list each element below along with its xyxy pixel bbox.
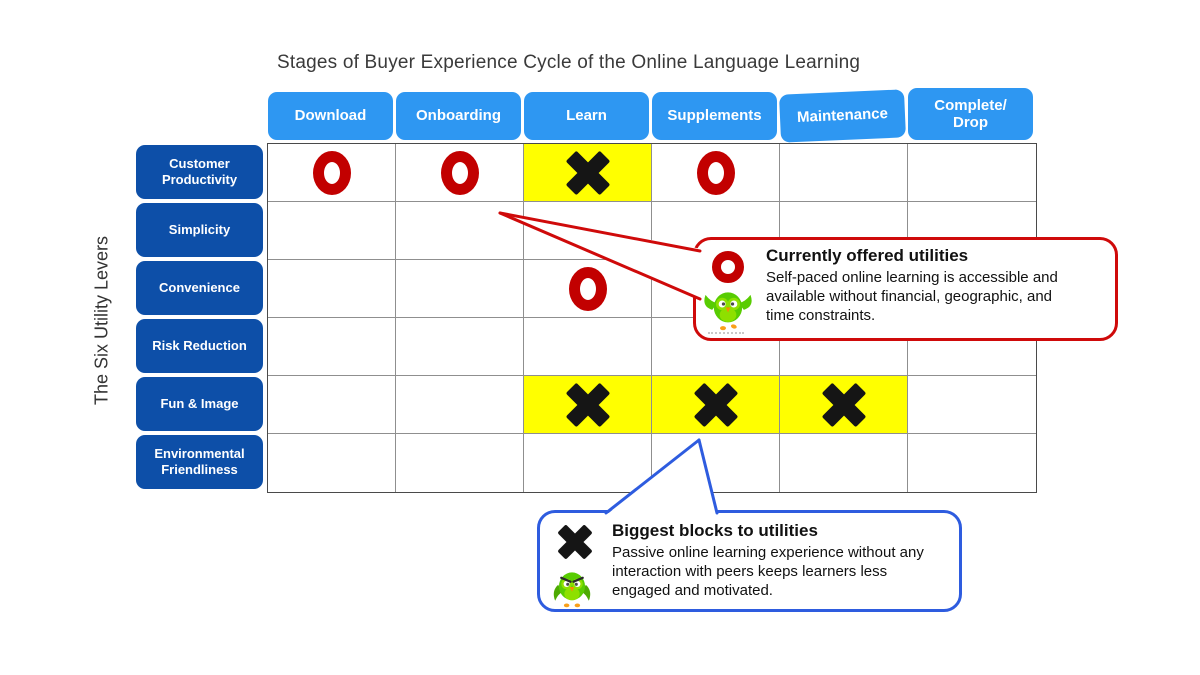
matrix-cell-r0-c1 [396, 144, 524, 202]
legend-current-title: Currently offered utilities [766, 246, 969, 265]
column-header-onboarding: Onboarding [396, 92, 521, 140]
matrix-cell-r5-c4 [780, 434, 908, 492]
matrix-cell-r0-c4 [780, 144, 908, 202]
matrix-cell-r3-c1 [396, 318, 524, 376]
matrix-cell-r1-c1 [396, 202, 524, 260]
row-header-simplicity: Simplicity [136, 203, 263, 257]
matrix-cell-r3-c5 [908, 318, 1036, 376]
circle-marker-r0-c3 [697, 151, 735, 195]
diagram-title: Stages of Buyer Experience Cycle of the … [277, 52, 861, 73]
column-header-complete-drop: Complete/ Drop [908, 88, 1033, 140]
matrix-cell-r0-c3 [652, 144, 780, 202]
legend-biggest-blocks: Biggest blocks to utilities Passive onli… [537, 510, 962, 612]
circle-marker-r0-c0 [313, 151, 351, 195]
legend-blocks-body: Passive online learning experience witho… [612, 544, 924, 599]
column-header-maintenance: Maintenance [779, 89, 906, 143]
matrix-cell-r5-c2 [524, 434, 652, 492]
x-marker-icon [557, 524, 593, 560]
duolingo-owl-happy-icon [703, 284, 753, 339]
matrix-cell-r3-c2 [524, 318, 652, 376]
x-marker-r0-c2 [565, 150, 611, 196]
owl-shadow [708, 332, 744, 334]
matrix-cell-r2-c0 [268, 260, 396, 318]
y-axis-label: The Six Utility Levers [91, 235, 112, 405]
x-marker-r4-c2 [565, 382, 611, 428]
matrix-cell-r4-c0 [268, 376, 396, 434]
duolingo-owl-angry-icon [549, 563, 595, 616]
column-header-download: Download [268, 92, 393, 140]
legend-current-body: Self-paced online learning is accessible… [766, 269, 1058, 324]
legend-blocks-title: Biggest blocks to utilities [612, 521, 818, 540]
matrix-cell-r5-c1 [396, 434, 524, 492]
matrix-cell-r3-c3 [652, 318, 780, 376]
matrix-cell-r5-c0 [268, 434, 396, 492]
matrix-cell-r5-c5 [908, 434, 1036, 492]
circle-marker-r0-c1 [441, 151, 479, 195]
column-header-supplements: Supplements [652, 92, 777, 140]
row-header-environmental-friendliness: Environmental Friendliness [136, 435, 263, 489]
matrix-cell-r4-c1 [396, 376, 524, 434]
circle-marker-icon [712, 251, 744, 283]
x-marker-r4-c3 [693, 382, 739, 428]
matrix-cell-r5-c3 [652, 434, 780, 492]
matrix-cell-r1-c2 [524, 202, 652, 260]
matrix-cell-r0-c5 [908, 144, 1036, 202]
column-header-learn: Learn [524, 92, 649, 140]
matrix-cell-r4-c5 [908, 376, 1036, 434]
matrix-cell-r0-c0 [268, 144, 396, 202]
row-header-convenience: Convenience [136, 261, 263, 315]
matrix-cell-r3-c0 [268, 318, 396, 376]
row-header-risk-reduction: Risk Reduction [136, 319, 263, 373]
circle-marker-r2-c2 [569, 267, 607, 311]
row-header-fun-and-image: Fun & Image [136, 377, 263, 431]
matrix-cell-r3-c4 [780, 318, 908, 376]
x-marker-r4-c4 [821, 382, 867, 428]
matrix-cell-r2-c1 [396, 260, 524, 318]
row-header-customer-productivity: Customer Productivity [136, 145, 263, 199]
legend-currently-offered: Currently offered utilities Self-paced o… [693, 237, 1118, 341]
matrix-cell-r1-c0 [268, 202, 396, 260]
